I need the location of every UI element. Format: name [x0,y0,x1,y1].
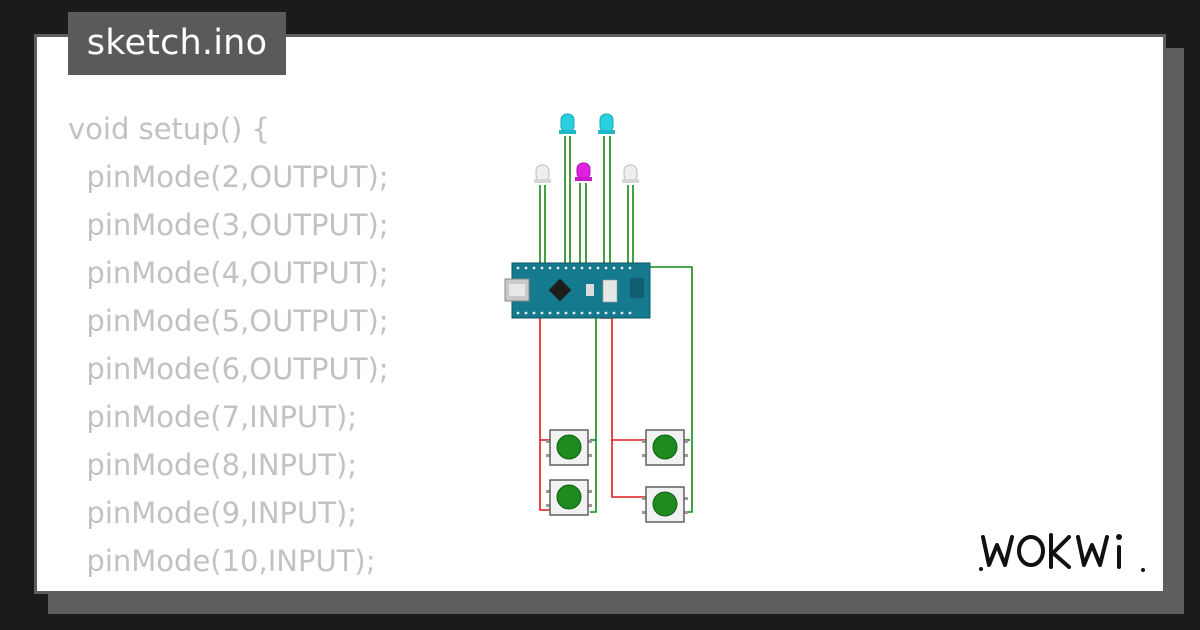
wire-power-left [539,318,550,511]
code-line: pinMode(6,OUTPUT); [68,352,389,386]
code-line: pinMode(10,INPUT); [68,544,376,578]
wokwi-logo [979,533,1145,572]
pushbutton-1 [546,429,592,466]
code-line: pinMode(8,INPUT); [68,448,358,482]
code-line: pinMode(4,OUTPUT); [68,256,389,290]
led-white-1 [534,164,551,183]
wire-power-mid [600,317,646,441]
arduino-nano-board [504,262,651,319]
led-magenta [575,162,592,181]
code-line: pinMode(7,INPUT); [68,400,358,434]
code-line: pinMode(3,OUTPUT); [68,208,389,242]
wire-power-mid-b [611,440,646,498]
led-cyan-1 [559,113,576,134]
led-white-2 [622,164,639,183]
code-line: pinMode(2,OUTPUT); [68,160,389,194]
wire-center [590,267,597,513]
code-line: pinMode(5,OUTPUT); [68,304,389,338]
code-preview: void setup() { pinMode(2,OUTPUT); pinMod… [68,105,389,591]
pushbutton-4 [642,486,688,523]
led-cyan-2 [598,113,615,134]
pushbutton-3 [642,429,688,466]
file-tab[interactable]: sketch.ino [68,12,286,75]
code-line: void setup() { [68,112,270,146]
code-line: pinMode(9,INPUT); [68,496,358,530]
pushbutton-2 [546,479,592,516]
